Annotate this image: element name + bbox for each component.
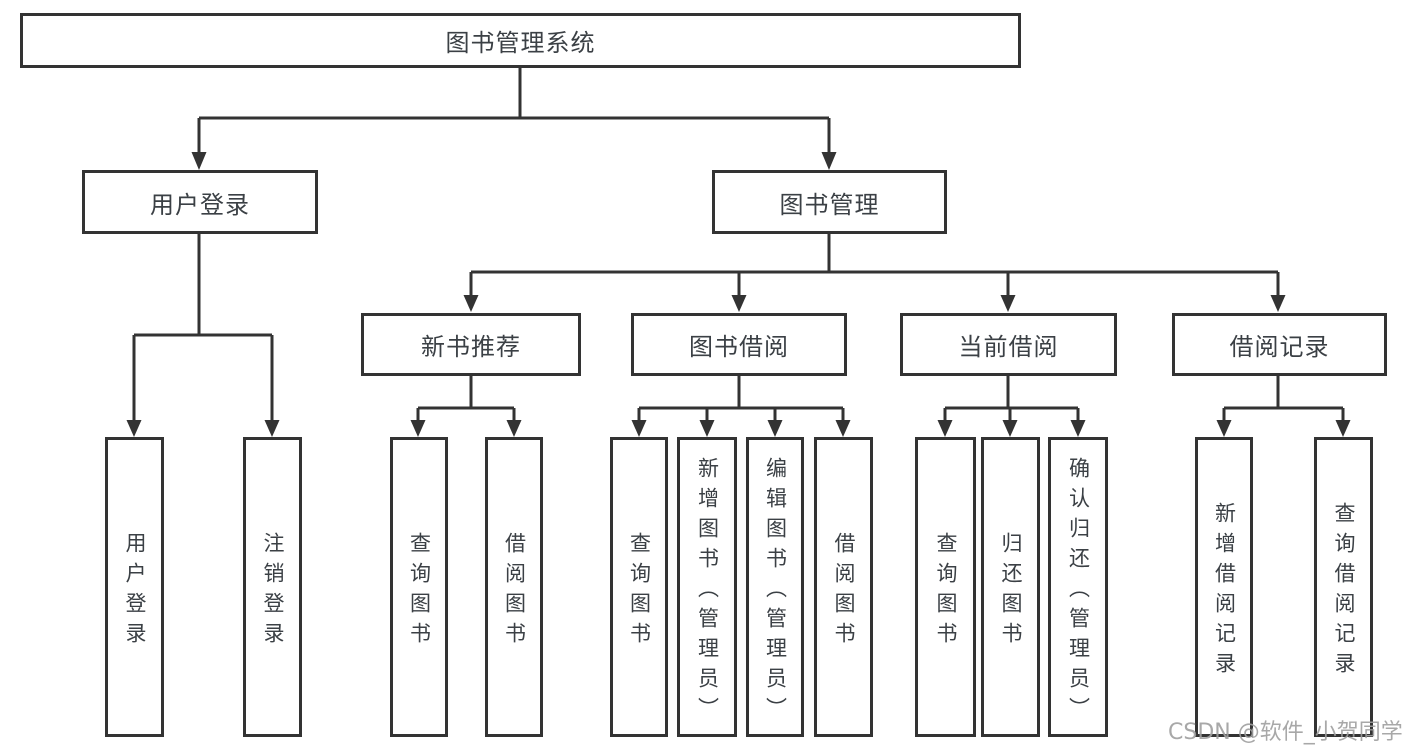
leaf-query-borrow-record: 查询借阅记录 (1314, 437, 1373, 737)
leaf-query-book-1: 查询图书 (390, 437, 448, 737)
csdn-watermark: CSDN @软件_小贺同学 (1168, 720, 1403, 745)
leaf-edit-book-admin: 编辑图书（管理员） (746, 437, 804, 737)
node-new-book-recommend: 新书推荐 (361, 313, 581, 376)
node-borrow-record-label: 借阅记录 (1229, 333, 1330, 361)
leaf-borrow-book-1-label: 借阅图书 (502, 531, 527, 652)
leaf-logout: 注销登录 (243, 437, 302, 737)
node-current-borrow-label: 当前借阅 (958, 333, 1059, 361)
leaf-query-book-3: 查询图书 (915, 437, 976, 737)
leaf-borrow-book-1: 借阅图书 (485, 437, 543, 737)
leaf-add-book-admin: 新增图书（管理员） (677, 437, 737, 737)
node-library-system-label: 图书管理系统 (445, 29, 596, 57)
leaf-query-borrow-record-label: 查询借阅记录 (1332, 501, 1356, 682)
node-user-login-label: 用户登录 (150, 190, 250, 219)
connector-paths (132, 68, 1345, 422)
leaf-query-book-2-label: 查询图书 (627, 531, 652, 652)
leaf-add-borrow-record-label: 新增借阅记录 (1212, 501, 1237, 682)
leaf-return-book: 归还图书 (981, 437, 1040, 737)
node-user-login: 用户登录 (82, 170, 318, 234)
leaf-query-book-2: 查询图书 (610, 437, 668, 737)
leaf-borrow-book-2: 借阅图书 (814, 437, 873, 737)
node-new-book-recommend-label: 新书推荐 (421, 333, 521, 361)
leaf-confirm-return-admin: 确认归还（管理员） (1048, 437, 1108, 737)
leaf-query-book-1-label: 查询图书 (407, 531, 432, 652)
node-current-borrow: 当前借阅 (900, 313, 1117, 376)
leaf-add-book-admin-label: 新增图书（管理员） (695, 456, 720, 727)
leaf-user-login: 用户登录 (105, 437, 164, 737)
leaf-user-login-label: 用户登录 (123, 531, 147, 652)
leaf-borrow-book-2-label: 借阅图书 (832, 531, 856, 652)
leaf-edit-book-admin-label: 编辑图书（管理员） (763, 456, 788, 727)
leaf-return-book-label: 归还图书 (999, 531, 1023, 652)
node-book-mgmt-label: 图书管理 (779, 190, 880, 219)
leaf-confirm-return-admin-label: 确认归还（管理员） (1066, 456, 1091, 727)
arrowhead-icons (126, 152, 1351, 437)
node-book-mgmt: 图书管理 (712, 170, 947, 234)
leaf-logout-label: 注销登录 (261, 531, 285, 652)
node-borrow-record: 借阅记录 (1172, 313, 1387, 376)
leaf-add-borrow-record: 新增借阅记录 (1195, 437, 1253, 737)
leaf-query-book-3-label: 查询图书 (934, 531, 958, 652)
node-library-system: 图书管理系统 (20, 13, 1021, 68)
node-book-borrow: 图书借阅 (631, 313, 847, 376)
node-book-borrow-label: 图书借阅 (689, 333, 789, 361)
